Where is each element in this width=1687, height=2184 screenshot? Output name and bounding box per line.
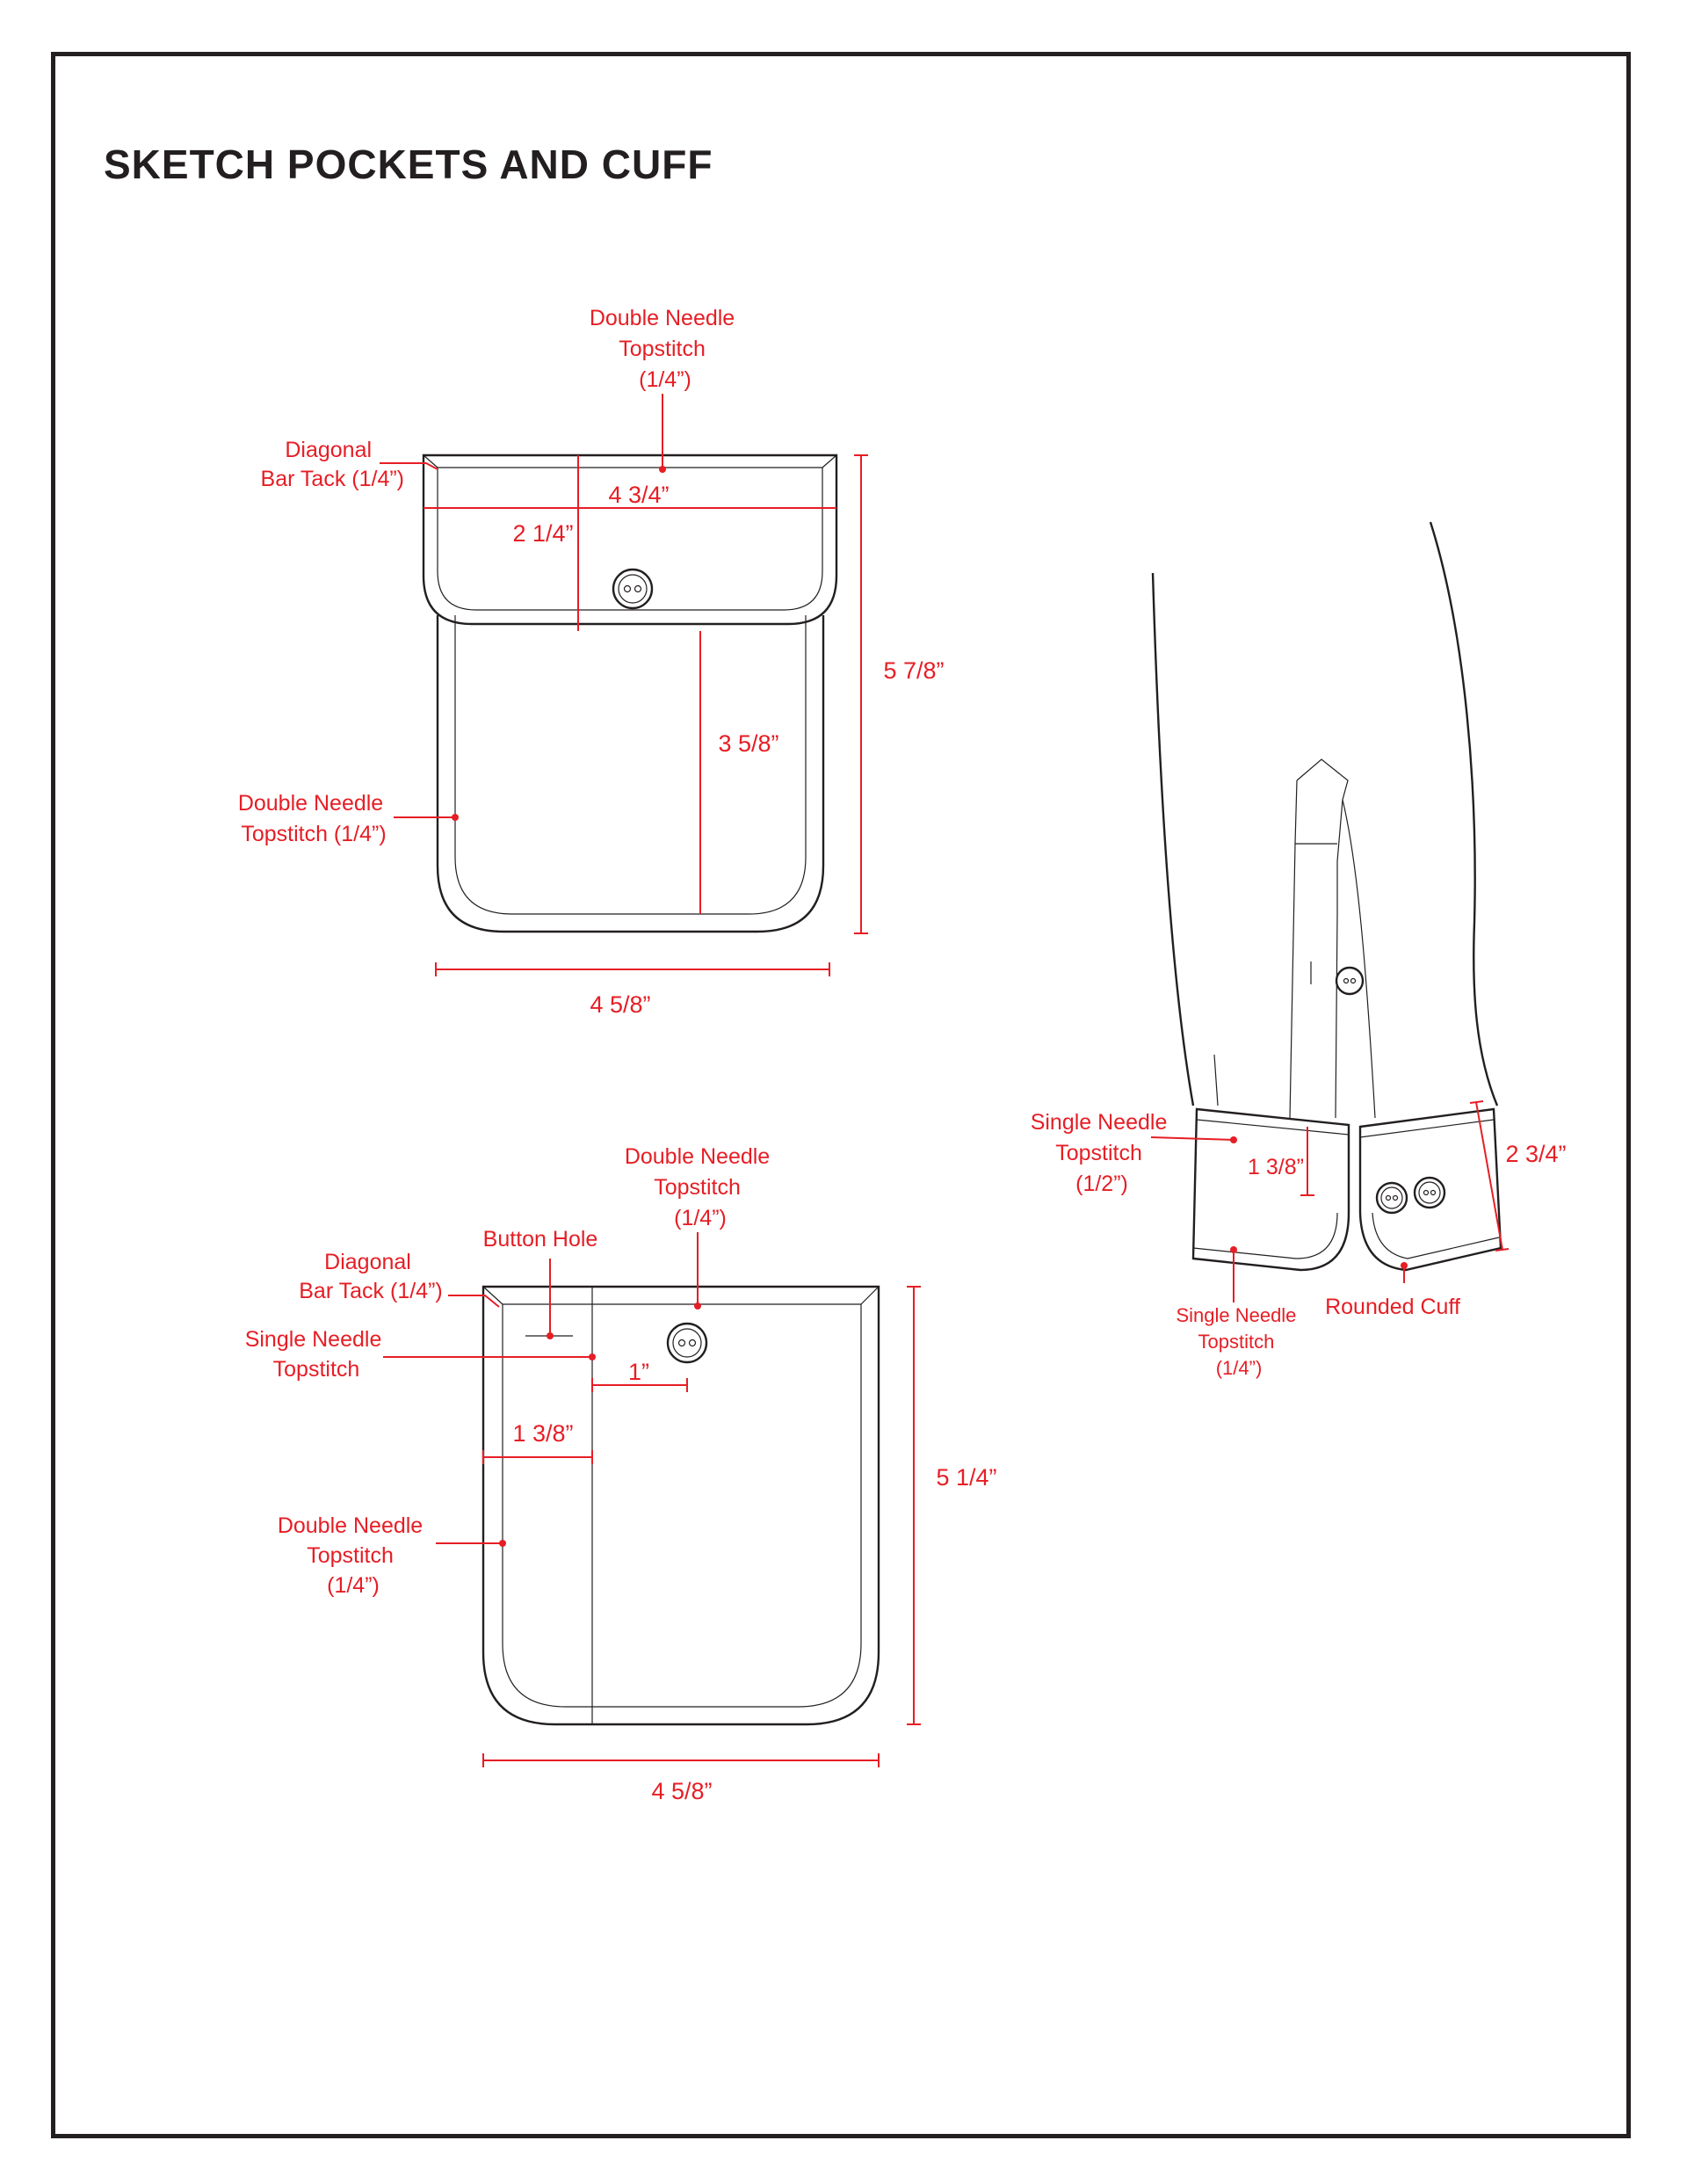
body-depth-label: 3 5/8” [718, 730, 778, 757]
flap-bar-tack-left [423, 454, 438, 468]
button-hole-label: Button Hole [483, 1227, 598, 1252]
page-frame [51, 52, 1631, 2138]
flap-bar-tack-right [822, 454, 837, 468]
button-offset-label: 1” [628, 1359, 649, 1385]
patch-bar-tack-label: Diagonal Bar Tack (1/4”) [299, 1250, 442, 1303]
leader-bar-tack [380, 462, 438, 470]
flap-pocket-body-topstitch [454, 615, 807, 915]
patch-pocket-outline [481, 1285, 880, 1726]
single-topstitch-label: Single Needle Topstitch [245, 1327, 388, 1382]
sleeve-outline-right [1429, 521, 1499, 1107]
flap-pocket: Double Needle Topstitch (1/4”) Diagonal … [238, 306, 945, 1018]
patch-button-icon [666, 1322, 708, 1364]
patch-side-topstitch-label: Double Needle Topstitch (1/4”) [278, 1513, 429, 1598]
sleeve-placket [1296, 758, 1349, 1119]
patch-pocket-topstitch [502, 1303, 862, 1708]
flap-bar-tack-label: Diagonal Bar Tack (1/4”) [261, 438, 404, 491]
patch-bar-tack-left [482, 1286, 503, 1305]
cuff-button-right-icon [1413, 1176, 1446, 1209]
body-width-label: 4 5/8” [590, 991, 650, 1018]
sleeve-outline-left [1151, 572, 1195, 1107]
pocket-flap-topstitch [437, 467, 823, 611]
patch-pocket: Double Needle Topstitch (1/4”) Button Ho… [245, 1144, 997, 1804]
cuff-top-topstitch-label: Single Needle Topstitch (1/2”) [1031, 1110, 1174, 1196]
leader-patch-bar-tack [448, 1295, 500, 1308]
patch-bar-tack-right [860, 1286, 880, 1305]
cuff-height-label: 2 3/4” [1505, 1141, 1566, 1167]
patch-width-label: 4 5/8” [651, 1778, 712, 1804]
patch-height-label: 5 1/4” [936, 1464, 996, 1491]
cuff-inner-depth-label: 1 3/8” [1248, 1155, 1304, 1179]
flap-button-icon [612, 568, 654, 610]
cuff-button-left-icon [1375, 1181, 1408, 1215]
sleeve-cuff: Single Needle Topstitch (1/2”) 1 3/8” 2 … [1031, 521, 1567, 1379]
flap-depth-label: 2 1/4” [512, 520, 573, 547]
panel-width-label: 1 3/8” [512, 1420, 573, 1447]
flap-top-topstitch-label: Double Needle Topstitch (1/4”) [590, 306, 741, 392]
flap-pocket-body-outline [436, 615, 825, 933]
cuff-bottom-topstitch-label: Single Needle Topstitch (1/4”) [1176, 1304, 1301, 1379]
placket-button-icon [1335, 966, 1365, 996]
rounded-cuff-label: Rounded Cuff [1325, 1295, 1460, 1319]
cuff-left-outline [1191, 1107, 1350, 1272]
page-title: SKETCH POCKETS AND CUFF [104, 141, 713, 187]
patch-top-topstitch-label: Double Needle Topstitch (1/4”) [625, 1144, 776, 1230]
pocket-flap-outline [422, 453, 838, 626]
flap-width-label: 4 3/4” [608, 482, 669, 508]
leader-cuff-top-topstitch [1150, 1136, 1234, 1141]
cuff-height-line [1475, 1101, 1503, 1251]
cuff-right-outline [1358, 1107, 1502, 1272]
total-height-label: 5 7/8” [883, 657, 944, 684]
flap-side-topstitch-label: Double Needle Topstitch (1/4”) [238, 791, 389, 846]
